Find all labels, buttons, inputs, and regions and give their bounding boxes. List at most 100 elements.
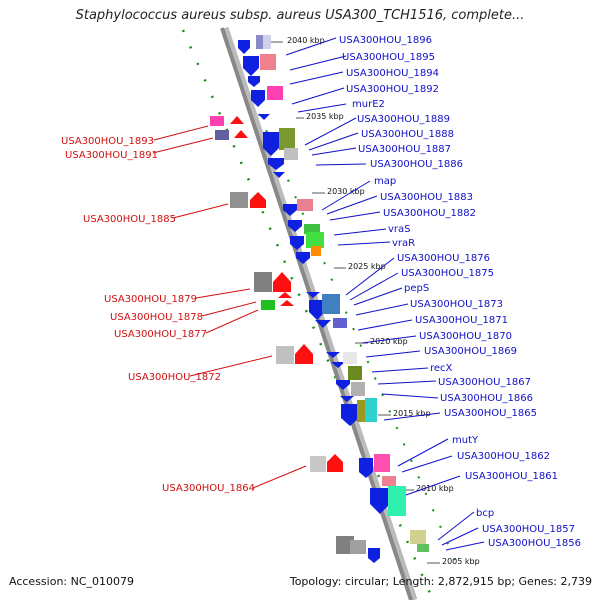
gene-label: mutY xyxy=(452,435,479,446)
feature-block xyxy=(267,86,283,100)
tick-label: 2035 kbp xyxy=(306,112,344,121)
gene-arrow-1885 xyxy=(250,192,266,208)
feature-block xyxy=(297,199,313,211)
gene-arrow xyxy=(283,204,297,216)
gene-label: USA300HOU_1883 xyxy=(380,192,473,203)
gene-label: USA300HOU_1892 xyxy=(346,84,439,95)
gene-label: map xyxy=(374,176,396,187)
feature-block xyxy=(382,476,396,486)
gene-block-1891 xyxy=(215,130,229,140)
genome-summary-text: Topology: circular; Length: 2,872,915 bp… xyxy=(289,575,592,588)
gene-block-1877 xyxy=(261,300,275,310)
gene-label: USA300HOU_1872 xyxy=(128,372,221,383)
gene-label: recX xyxy=(430,363,453,374)
gene-label: USA300HOU_1878 xyxy=(110,312,203,323)
gene-arrow xyxy=(251,90,265,107)
gene-label: USA300HOU_1886 xyxy=(370,159,463,170)
tick-2005: 2005 kbp xyxy=(427,557,480,566)
gene-arrow-1864 xyxy=(327,454,343,472)
gene-label: USA300HOU_1882 xyxy=(383,208,476,219)
reverse-strand-genes xyxy=(210,116,366,554)
feature-block xyxy=(322,294,340,314)
gene-label: USA300HOU_1888 xyxy=(361,129,454,140)
feature-block xyxy=(263,35,271,49)
feature-block xyxy=(333,318,347,328)
tick-2035: 2035 kbp xyxy=(296,112,344,121)
gene-label: USA300HOU_1871 xyxy=(415,315,508,326)
gene-arrow xyxy=(263,132,279,156)
gene-label: USA300HOU_1864 xyxy=(162,483,255,494)
gene-arrow-1878 xyxy=(278,292,292,298)
gene-label: USA300HOU_1877 xyxy=(114,329,207,340)
gene-arrow xyxy=(243,56,259,76)
feature-block xyxy=(348,366,362,380)
gene-arrow xyxy=(315,320,331,328)
reverse-leader-lines xyxy=(152,125,307,489)
gene-label: USA300HOU_1891 xyxy=(65,150,158,161)
feature-block xyxy=(410,530,426,544)
accession-text: Accession: NC_010079 xyxy=(9,575,135,588)
gene-label: USA300HOU_1887 xyxy=(358,144,451,155)
gene-label: USA300HOU_1876 xyxy=(397,253,490,264)
feature-block xyxy=(417,544,429,552)
gene-arrow xyxy=(370,488,390,514)
gene-label: USA300HOU_1861 xyxy=(465,471,558,482)
gene-label: USA300HOU_1893 xyxy=(61,136,154,147)
gene-label: vraR xyxy=(392,238,415,249)
feature-block xyxy=(351,382,365,396)
gene-arrow xyxy=(359,458,373,478)
map-title: Staphylococcus aureus subsp. aureus USA3… xyxy=(75,8,525,23)
gene-block-lower-2 xyxy=(350,540,366,554)
gene-label: USA300HOU_1894 xyxy=(346,68,439,79)
gene-label: USA300HOU_1873 xyxy=(410,299,503,310)
gene-label: USA300HOU_1862 xyxy=(457,451,550,462)
gene-block-lower-1 xyxy=(336,536,354,554)
gene-arrow xyxy=(340,396,354,402)
gene-label: USA300HOU_1895 xyxy=(342,52,435,63)
gene-label: USA300HOU_1896 xyxy=(339,35,432,46)
gene-arrow-1879 xyxy=(273,272,291,292)
gene-arrow xyxy=(290,236,304,250)
gene-arrow-1891 xyxy=(234,130,248,138)
gene-block-1864 xyxy=(310,456,326,472)
gene-arrow xyxy=(326,352,340,358)
tick-label: 2025 kbp xyxy=(348,262,386,271)
gene-arrow-1872 xyxy=(295,344,313,364)
gene-arrow-1877 xyxy=(280,300,294,306)
gene-arrow xyxy=(341,404,359,426)
feature-block xyxy=(304,224,320,234)
gene-label: USA300HOU_1866 xyxy=(440,393,533,404)
feature-block xyxy=(374,454,390,472)
tick-label: 2030 kbp xyxy=(327,187,365,196)
tick-2030: 2030 kbp xyxy=(312,187,365,196)
feature-block xyxy=(279,128,295,150)
gene-label: vraS xyxy=(388,224,411,235)
tick-2015: 2015 kbp xyxy=(378,409,431,418)
gene-label: USA300HOU_1870 xyxy=(419,331,512,342)
feature-block xyxy=(260,54,276,70)
gene-block-1893 xyxy=(210,116,224,126)
gene-arrow xyxy=(336,380,350,390)
gene-arrow xyxy=(309,300,325,320)
gene-arrow xyxy=(306,292,320,298)
gene-block-1879 xyxy=(254,272,272,292)
gene-label: USA300HOU_1869 xyxy=(424,346,517,357)
gene-label: USA300HOU_1867 xyxy=(438,377,531,388)
gene-label: murE2 xyxy=(352,99,385,110)
gene-arrow-1893 xyxy=(230,116,244,124)
tick-label: 2010 kbp xyxy=(416,484,454,493)
gene-arrow xyxy=(288,220,302,232)
gene-arrow xyxy=(238,40,250,54)
gene-block-1885 xyxy=(230,192,248,208)
gene-arrow xyxy=(258,114,270,120)
gene-label: USA300HOU_1879 xyxy=(104,294,197,305)
tick-label: 2040 kbp xyxy=(287,36,325,45)
gene-label: bcp xyxy=(476,508,494,519)
feature-block xyxy=(365,398,377,422)
gene-arrow xyxy=(268,158,284,170)
gene-label: USA300HOU_1885 xyxy=(83,214,176,225)
gene-block-1872 xyxy=(276,346,294,364)
feature-block xyxy=(306,232,324,248)
tick-2025: 2025 kbp xyxy=(334,262,386,271)
